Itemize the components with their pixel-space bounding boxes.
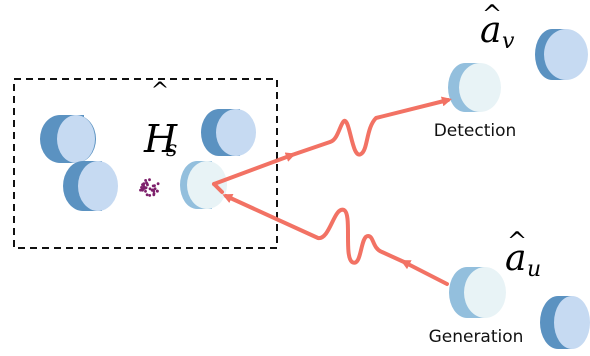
atom-cloud [139, 178, 160, 197]
hamiltonian-base: H [143, 117, 178, 161]
atom-dot [148, 194, 152, 197]
atom-dot [144, 186, 148, 190]
atom-dot [148, 187, 152, 191]
detection-mode-label: ^ a v [480, 0, 515, 54]
atom-dot [139, 188, 142, 192]
beam-from-generation [400, 260, 449, 286]
atom-dot [145, 193, 149, 197]
generation-mode-base: a [505, 238, 526, 279]
atom-dot [142, 182, 146, 186]
hamiltonian-hat: ^ [151, 79, 169, 104]
detector-top-right [535, 29, 588, 80]
generation-mode-subscript: u [527, 257, 541, 282]
cavity-mirror-bottom-left [63, 161, 118, 211]
generation-mode-hat: ^ [507, 227, 527, 255]
atom-dot [144, 189, 147, 193]
detection-mode-base: a [480, 10, 501, 51]
generation-label: Generation [429, 327, 524, 347]
atom-dot [144, 179, 148, 182]
system-hamiltonian-label: ^ H s [143, 79, 178, 162]
atom-dot [153, 187, 157, 191]
atom-dot [156, 182, 160, 186]
detection-mode-subscript: v [502, 29, 515, 54]
cavity-mirror-top-right [201, 109, 256, 156]
beam-to-detection [212, 152, 296, 186]
system-box [13, 78, 278, 249]
beam-reflection-vertex [212, 182, 224, 194]
atom-dot [145, 181, 148, 185]
atom-dot [141, 187, 145, 191]
hamiltonian-subscript: s [166, 137, 177, 162]
detection-mode-hat: ^ [482, 0, 502, 28]
atom-dot [148, 178, 151, 182]
coupling-mirror [180, 161, 227, 209]
atom-dot [152, 192, 156, 195]
detection-mirror [448, 63, 501, 112]
generation-mirror [449, 267, 506, 318]
atom-dot [156, 189, 159, 193]
source-bottom-right [540, 296, 590, 349]
atom-dot [150, 188, 154, 192]
beam-to-detection-wave [290, 96, 452, 157]
atom-dot [153, 184, 156, 188]
beam-from-generation-wave [222, 193, 406, 265]
cavity-mirror-top-left [40, 115, 96, 163]
detection-label: Detection [434, 121, 517, 141]
generation-mode-label: ^ a u [505, 227, 541, 282]
